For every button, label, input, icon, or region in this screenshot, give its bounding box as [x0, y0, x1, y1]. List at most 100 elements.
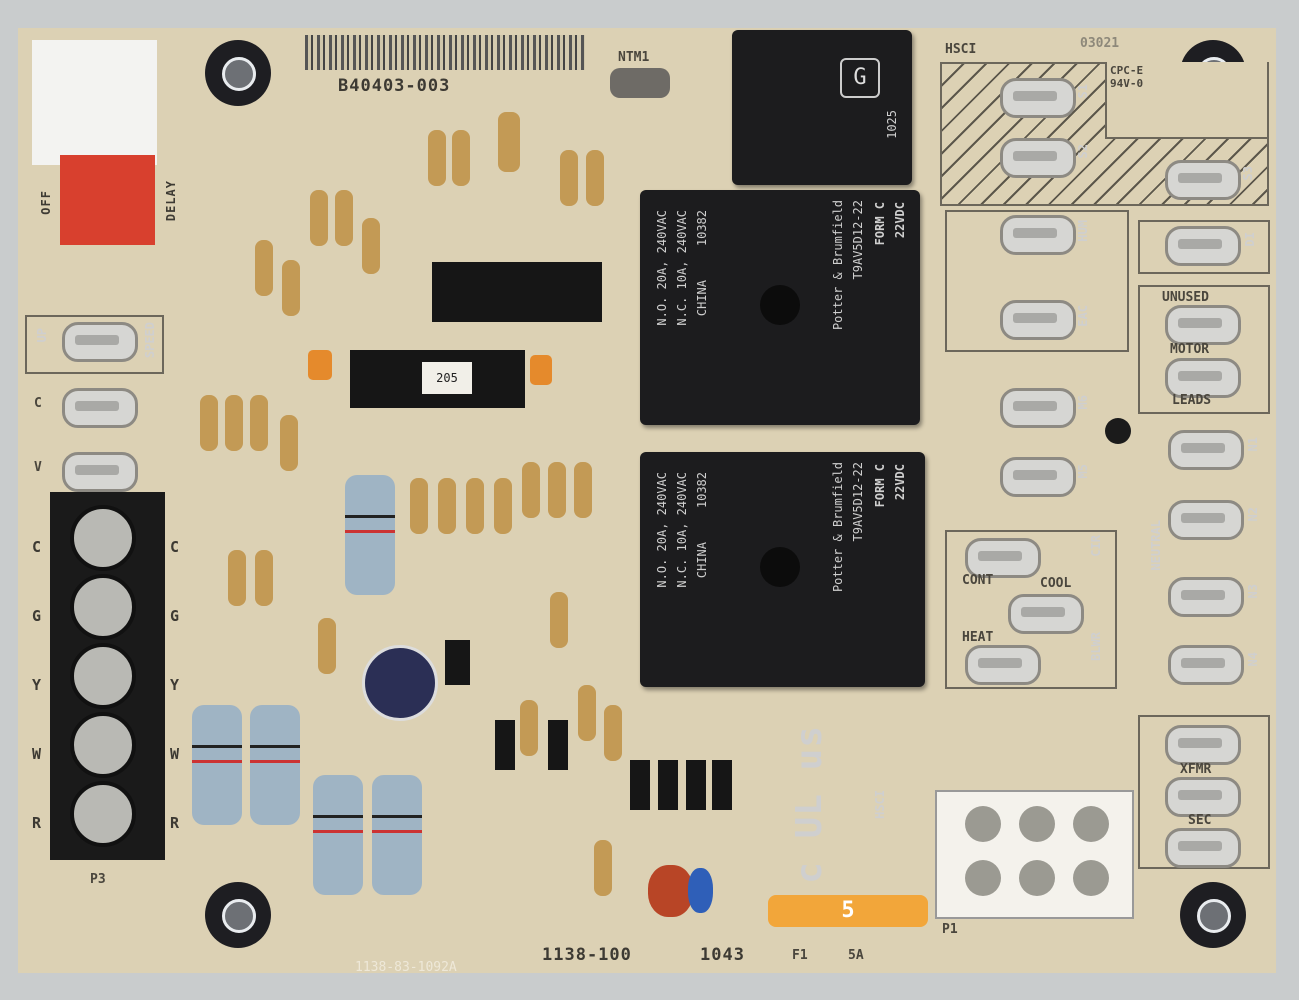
s3-terminal[interactable] [1165, 160, 1241, 200]
resistor [310, 178, 328, 258]
n1-label: N1 [1246, 437, 1260, 452]
n3-terminal[interactable] [1168, 577, 1244, 617]
n1-terminal[interactable] [1168, 430, 1244, 470]
relay-maker: Potter & Brumfield [831, 200, 845, 331]
relay-maker: Potter & Brumfield [831, 462, 845, 593]
thermistor-bead [1105, 418, 1131, 444]
chip-label: 205 [422, 362, 472, 394]
ntc-label: NTM1 [618, 50, 650, 65]
s2-label: S2 [1076, 144, 1090, 159]
diode [548, 720, 568, 770]
terminal-label: W [170, 745, 181, 763]
di-terminal[interactable] [1165, 226, 1241, 266]
xfmr-label: XFMR [1180, 762, 1212, 777]
unused-terminal[interactable] [1165, 305, 1241, 345]
terminal-label: R [32, 814, 43, 832]
relay-model-text: T9AV5D12-22 [851, 200, 865, 280]
rating-text: CPC-E 94V-0 [1110, 64, 1144, 90]
heat-terminal[interactable] [965, 645, 1041, 685]
resistor [520, 688, 538, 768]
blower-box [945, 530, 1117, 689]
p1-connector[interactable] [935, 790, 1134, 919]
unused-terminal[interactable] [1165, 358, 1241, 398]
screw-terminal-g[interactable] [70, 574, 136, 640]
accessory-box [945, 210, 1129, 352]
speed-c-terminal[interactable] [62, 388, 138, 428]
ic-chip [432, 262, 602, 322]
cool-terminal[interactable] [1008, 594, 1084, 634]
resistor [362, 206, 380, 286]
s2-terminal[interactable] [1000, 138, 1076, 178]
resistor [604, 693, 622, 773]
ceramic-capacitor [688, 868, 713, 913]
relay-form: FORM C [873, 202, 887, 246]
n3-label: N3 [1246, 584, 1260, 599]
screw-terminal-c[interactable] [70, 505, 136, 571]
relay-top: G 1025 [732, 30, 912, 185]
thermistor [610, 68, 670, 98]
resistor [594, 828, 612, 908]
resistor [280, 403, 298, 483]
hum-terminal[interactable] [1000, 215, 1076, 255]
connector-pin [965, 806, 1001, 842]
n2-label: N2 [1246, 507, 1260, 522]
motor-leads-box [1138, 285, 1270, 414]
screw-terminal-w[interactable] [70, 712, 136, 778]
relay-code: 1025 [885, 110, 899, 139]
m6-terminal[interactable] [1000, 388, 1076, 428]
terminal-label: G [170, 607, 181, 625]
m6-label: M6 [1076, 395, 1090, 410]
n4-terminal[interactable] [1168, 645, 1244, 685]
dip-switch[interactable] [60, 155, 155, 245]
eac-terminal[interactable] [1000, 300, 1076, 340]
connector-pin [1073, 860, 1109, 896]
mounting-hole [1180, 882, 1246, 948]
resistor [548, 450, 566, 530]
s3-label: S3 [1241, 166, 1255, 181]
m5-terminal[interactable] [1000, 457, 1076, 497]
barcode [305, 35, 585, 70]
diode [686, 760, 706, 810]
resistor [498, 100, 520, 180]
resistor [586, 138, 604, 218]
resistor [494, 466, 512, 546]
film-capacitor [648, 865, 693, 917]
connector-pin [1019, 806, 1055, 842]
power-resistor [372, 775, 422, 895]
unused-label: UNUSED [1162, 290, 1209, 305]
resistor [522, 450, 540, 530]
connector-pin [1073, 806, 1109, 842]
resistor [318, 606, 336, 686]
n2-terminal[interactable] [1168, 500, 1244, 540]
speed-label: SPEED [143, 322, 157, 359]
terminal-label: W [32, 745, 43, 763]
diode [495, 720, 515, 770]
hum-label: HUM [1076, 220, 1090, 242]
relay-button [760, 285, 800, 325]
c-label: C [34, 396, 42, 411]
mounting-hole [205, 882, 271, 948]
s1-label: S1 [1076, 84, 1090, 99]
up-label: UP [35, 328, 49, 343]
white-label-patch [32, 40, 157, 165]
relay-lot: 10382 [695, 210, 709, 247]
relay-rating-no: N.O. 20A, 240VAC [655, 210, 669, 326]
power-resistor [345, 475, 395, 595]
xfmr-terminal[interactable] [1165, 725, 1241, 765]
speed-v-terminal[interactable] [62, 452, 138, 492]
sec-label: SEC [1188, 813, 1212, 828]
xfmr-terminal[interactable] [1165, 777, 1241, 817]
screw-terminal-y[interactable] [70, 643, 136, 709]
connector-pin [965, 860, 1001, 896]
resistor [200, 383, 218, 463]
p3-label: P3 [90, 872, 106, 887]
fuse[interactable]: 5 [768, 895, 928, 927]
relay-2: 22VDC FORM C T9AV5D12-22 Potter & Brumfi… [640, 452, 925, 687]
sec-terminal[interactable] [1165, 828, 1241, 868]
cool-label: COOL [1040, 576, 1072, 591]
cont-terminal[interactable] [965, 538, 1041, 578]
speed-up-terminal[interactable] [62, 322, 138, 362]
s1-terminal[interactable] [1000, 78, 1076, 118]
screw-terminal-r[interactable] [70, 781, 136, 847]
resistor [560, 138, 578, 218]
